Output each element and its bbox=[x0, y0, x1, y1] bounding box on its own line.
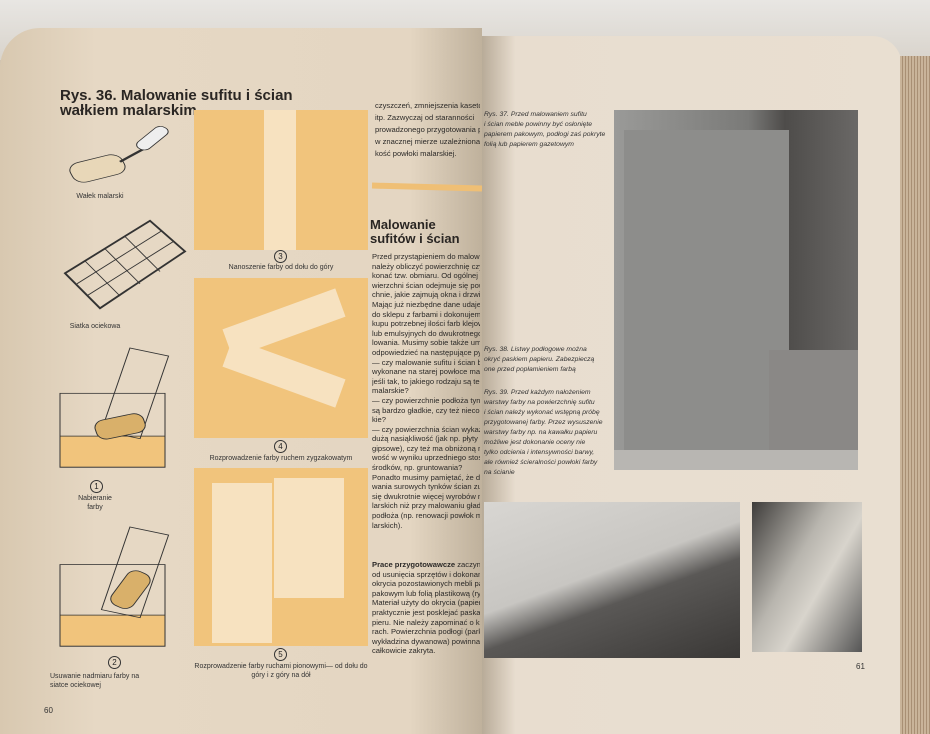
grid-illustration bbox=[63, 219, 187, 310]
text-line: larskich niż przy malowaniu gładkiego bbox=[372, 501, 480, 511]
text-line: zaczynamy bbox=[457, 560, 480, 569]
roller-illustration bbox=[69, 126, 169, 183]
text-line: tylko odcienia i intensywności barwy, bbox=[484, 449, 595, 456]
text-line: Mając już niezbędne dane udajemy się bbox=[372, 299, 480, 309]
text-line: kie? bbox=[372, 415, 386, 425]
step4-panel bbox=[194, 278, 368, 438]
text-line: odpowiedzieć na następujące pytania: bbox=[372, 347, 480, 357]
text-line: wość w wyniku uprzedniego stosowania bbox=[372, 453, 480, 463]
text-line: — czy powierzchnia ścian wykazuje bbox=[372, 424, 480, 434]
text-line: wykonane na starej powłoce malarskiej, bbox=[372, 367, 480, 377]
page-edges bbox=[900, 56, 930, 734]
text-line: prowadzonego przygotowania podłoża bbox=[375, 125, 480, 134]
photo-paint-test bbox=[752, 502, 862, 652]
step-number: 2 bbox=[108, 656, 121, 669]
paint-tray-1 bbox=[59, 347, 170, 468]
text-line: do sklepu z farbami i dokonujemy za- bbox=[372, 309, 480, 319]
text-line: folią lub papierem gazetowym bbox=[484, 141, 574, 148]
step-number: 4 bbox=[274, 440, 287, 453]
figure-title: Rys. 36. Malowanie sufitu i ścian wałkie… bbox=[60, 87, 293, 119]
caption-rys38: Rys. 38. Listwy podłogowe można okryć pas… bbox=[484, 345, 608, 375]
paint-tray-2 bbox=[59, 526, 170, 647]
step1-label: Nabieranie farby bbox=[78, 495, 112, 511]
prep-heading: Prace przygotowawcze bbox=[372, 560, 456, 569]
text-line: i ścian należy wykonać wstępną próbę bbox=[484, 409, 600, 416]
text-line: pieru. Nie należy zapominać o kalory- bbox=[372, 617, 480, 627]
caption-rys37: Rys. 37. Przed malowaniem sufitu i ścian … bbox=[484, 110, 608, 150]
text-line: czyszczeń, zmniejszenia kasetonów bbox=[375, 101, 480, 110]
text-line: chnie, jakie zajmują okna i drzwi. bbox=[372, 290, 480, 300]
text-line: one przed popłamieniem farbą bbox=[484, 366, 576, 373]
section-heading: Malowanie sufitów i ścian bbox=[370, 217, 460, 246]
text-line: gipsowe), czy też ma obniżoną nasiąkli- bbox=[372, 443, 480, 453]
step-number: 3 bbox=[274, 250, 287, 263]
text-line: są bardzo gładkie, czy też nieco szorst- bbox=[372, 405, 480, 415]
text-line: wierzchni ścian odejmuje się powier- bbox=[372, 280, 480, 290]
caption-rys39: Rys. 39. Przed każdym nałożeniem warstwy … bbox=[484, 388, 608, 478]
step-number: 1 bbox=[90, 480, 103, 493]
text-line: od usunięcia sprzętów i dokonania bbox=[372, 569, 480, 579]
text-line: w znacznej mierze uzależniona jest ja- bbox=[375, 137, 480, 146]
text-line: Rys. 38. Listwy podłogowe można bbox=[484, 346, 587, 353]
page-number-left: 60 bbox=[44, 706, 53, 715]
text-line: Przed przystąpieniem do malowania bbox=[372, 252, 480, 261]
text-line: larskich). bbox=[372, 520, 403, 530]
prep-text: Prace przygotowawcze zaczynamy od usunię… bbox=[372, 560, 480, 656]
grid-label: Siatka ociekowa bbox=[69, 323, 121, 330]
text-line: przygotowanej farby. Przez wysuszenie bbox=[484, 419, 603, 426]
text-line: — czy powierzchnie podłoża tynki bbox=[372, 395, 480, 405]
text-line: środków, np. gruntowania? bbox=[372, 463, 463, 473]
step5-caption: Rozprowadzenie farby ruchami pionowymi— … bbox=[194, 663, 368, 679]
text-line: podłoża (np. renowacji powłok ma- bbox=[372, 511, 480, 521]
roller-label: Wałek malarski bbox=[76, 193, 124, 200]
text-line: dużą nasiąkliwość (jak np. płyty bbox=[372, 434, 478, 444]
step4-caption: Rozprowadzenie farby ruchem zygzakowatym bbox=[209, 455, 353, 462]
step3-caption: Nanoszenie farby od dołu do góry bbox=[228, 264, 334, 271]
text-line: lowania. Musimy sobie także umieć bbox=[372, 338, 480, 348]
body-text: Przed przystąpieniem do malowanianależy … bbox=[372, 252, 480, 530]
step2-label: Usuwanie nadmiaru farby na siatce ocieko… bbox=[50, 673, 140, 689]
text-line: lub emulsyjnych do dwukrotnego ma- bbox=[372, 328, 480, 338]
text-line: papierem pakowym, podłogi zaś pokryte bbox=[484, 131, 606, 138]
text-line: — czy malowanie sufitu i ścian będzie bbox=[372, 357, 480, 367]
text-line: itp. Zazwyczaj od staranności bbox=[375, 113, 475, 122]
text-line: na ścianie bbox=[484, 469, 515, 476]
step-number: 5 bbox=[274, 648, 287, 661]
text-line: warstwy farby np. na kawałku papieru bbox=[484, 429, 598, 436]
text-line: wykładzina dywanowa) powinna być bbox=[372, 636, 480, 646]
text-line: ale również ścieralności powłoki farby bbox=[484, 459, 598, 466]
text-line: konać tzw. obmiaru. Od ogólnej po- bbox=[372, 271, 480, 281]
text-line: całkowicie zakryta. bbox=[372, 646, 436, 656]
text-line: kupu potrzebnej ilości farb klejowych bbox=[372, 319, 480, 329]
text-line: praktycznie jest posklejać paskami pa- bbox=[372, 607, 480, 617]
text-top: czyszczeń, zmniejszenia kasetonów itp. Z… bbox=[375, 100, 480, 160]
text-line: możliwe jest dokonanie oceny nie bbox=[484, 439, 586, 446]
text-line: rach. Powierzchnia podłogi (parkiet, bbox=[372, 627, 480, 637]
page-number-right: 61 bbox=[856, 662, 865, 671]
text-line: i ścian meble powinny być osłonięte bbox=[484, 121, 593, 128]
text-line: jeśli tak, to jakiego rodzaju są te powł… bbox=[372, 376, 480, 386]
text-line: okryć paskiem papieru. Zabezpieczą bbox=[484, 356, 595, 363]
text-line: kość powłoki malarskiej. bbox=[375, 149, 457, 158]
text-line: należy obliczyć powierzchnię czyli wy- bbox=[372, 261, 480, 271]
photo-baseboard bbox=[484, 502, 740, 658]
text-line: warstwy farby na powierzchnię sufitu bbox=[484, 399, 595, 406]
photo-covered-furniture bbox=[614, 110, 858, 470]
text-line: Rys. 39. Przed każdym nałożeniem bbox=[484, 389, 591, 396]
text-line: okrycia pozostawionych mebli papierem bbox=[372, 579, 480, 589]
text-line: pakowym lub folią plastikową (rys. 37). bbox=[372, 588, 480, 598]
text-line: Rys. 37. Przed malowaniem sufitu bbox=[484, 111, 587, 118]
step5-panel bbox=[194, 468, 368, 646]
text-line: się dwukrotnie więcej wyrobów ma- bbox=[372, 491, 480, 501]
text-line: Materiał użyty do okrycia (papier, folia… bbox=[372, 598, 480, 608]
step3-panel bbox=[194, 110, 368, 250]
text-line: malarskie? bbox=[372, 386, 409, 396]
text-line: wania surowych tynków ścian zużywa bbox=[372, 482, 480, 492]
text-line: Ponadto musimy pamiętać, że do malo- bbox=[372, 472, 480, 482]
